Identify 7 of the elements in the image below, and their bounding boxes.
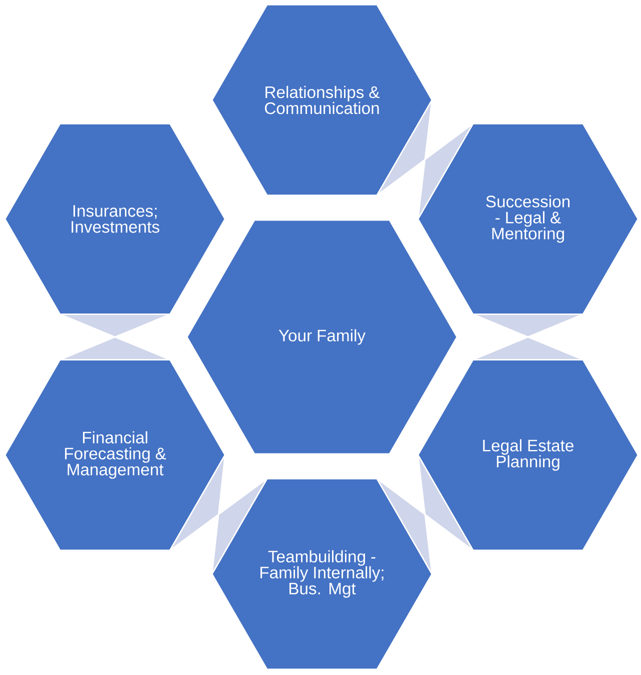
hexagon: Succession - Legal & Mentoring <box>417 123 639 315</box>
hexagon: Insurances; Investments <box>4 123 226 315</box>
hexagon: Your Family <box>186 219 458 455</box>
hexagon: Teambuilding - Family Internally; Bus. Mgt <box>211 478 433 670</box>
hexagon: Financial Forecasting & Management <box>4 359 226 551</box>
hexagon: Relationships & Communication <box>211 4 433 196</box>
hexagon: Legal Estate Planning <box>417 359 639 551</box>
